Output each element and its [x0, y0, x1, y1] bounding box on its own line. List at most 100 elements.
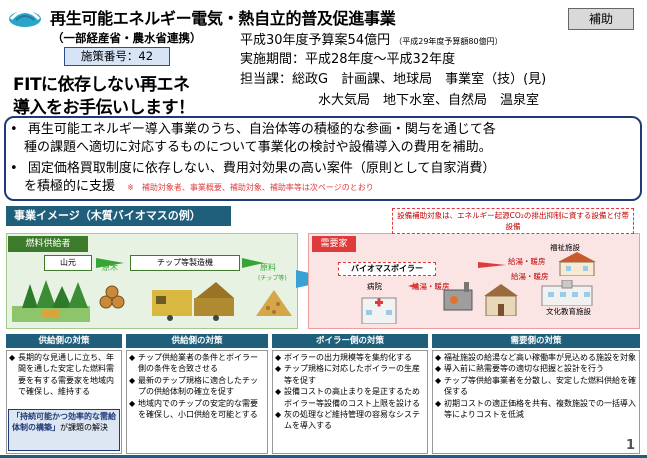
measure-column-supply-2: ◆チップ供給業者の条件とボイラー側の条件を合致させる ◆最新のチップ規格に適合し…	[126, 350, 268, 454]
hot-water-heating-label-2: 給湯・暖房	[511, 272, 549, 281]
building-icon	[484, 284, 518, 316]
supply-label: 燃料供給者	[8, 236, 88, 252]
demand-label: 需要家	[312, 236, 356, 252]
measure-header-boiler: ボイラー側の対策	[272, 334, 428, 348]
diamond-icon: ◆	[435, 364, 442, 374]
measure-item: ◆チップ等供給事業者を分散し、安定した燃料供給を確保する	[435, 375, 637, 398]
bullet-mark: •	[10, 161, 18, 176]
measure-item: ◆導入前に熱需要等の適切な把握と設計を行う	[435, 363, 637, 374]
diamond-icon: ◆	[275, 353, 282, 362]
material-sub-label: (チップ等)	[258, 275, 287, 282]
hospital-label: 病院	[367, 282, 382, 291]
summary-bullet-2-line-1: 固定価格買取制度に依存しない、費用対効果の高い案件（原則として自家消費）	[27, 161, 496, 176]
yamamoto-label: 山元	[44, 255, 92, 271]
footer-rule	[0, 455, 647, 458]
policy-number: 施策番号：42	[64, 47, 170, 66]
summary-bullet-1: • 再生可能エネルギー導入事業のうち、自治体等の積極的な参画・関与を通じて各	[10, 121, 496, 139]
measure-item-text: チップ供給業者の条件とボイラー側の条件を合致させる	[138, 353, 258, 374]
measure-item: ◆灰の処理など維持管理の容易なシステムを導入する	[275, 409, 425, 432]
measure-item: ◆初期コストの適正価格を共有、複数施設での一括導入等によりコストを低減	[435, 398, 637, 421]
measure-header-supply-1: 供給側の対策	[6, 334, 122, 348]
hospital-icon	[361, 297, 397, 324]
measure-item-text: 地域内でのチップの安定的な需要を確保し、小口供給を可能とする	[138, 398, 258, 420]
implementation-period: 実施期間：平成28年度～平成32年度	[240, 52, 456, 67]
callout-emphasis: 「持続可能かつ効率的な需給体制の構築」	[12, 412, 116, 432]
welfare-facility-label: 福祉施設	[550, 243, 580, 252]
measure-item-text: 灰の処理など維持管理の容易なシステムを導入する	[284, 410, 420, 431]
boiler-icon	[443, 282, 473, 311]
measure-item-text: 長期的な見通しに立ち、年間を通した安定した燃料需要を有する需要家を地域内で確保し…	[18, 353, 114, 397]
measure-item: ◆長期的な見通しに立ち、年間を通した安定した燃料需要を有する需要家を地域内で確保…	[9, 352, 119, 398]
measure-item-text: 初期コストの適正価格を共有、複数施設での一括導入等によりコストを低減	[444, 398, 636, 420]
measure-item: ◆設備コストの高止まりを是正するためボイラー等設備のコスト上限を設ける	[275, 386, 425, 409]
arrow-to-facilities	[478, 262, 506, 268]
callout-text: が課題の解決	[60, 422, 108, 432]
hot-water-heating-label-3: 給湯・暖房	[412, 282, 450, 291]
measure-item: ◆最新のチップ規格に適合したチップの供給体制の確立を促す	[129, 375, 265, 398]
chip-factory-icon	[152, 282, 234, 321]
material-label: 原料	[260, 263, 276, 272]
measure-item: ◆福祉施設の給湯など高い稼働率が見込める施設を対象	[435, 352, 637, 363]
arrow-material	[242, 258, 264, 268]
page-title: 再生可能エネルギー電気・熱自立的普及促進事業	[50, 9, 396, 28]
welfare-facility-icon	[558, 252, 596, 276]
slogan-line-1: FITに依存しない再エネ	[13, 75, 190, 95]
measure-column-boiler: ◆ボイラーの出力規模等を集約化する ◆チップ規格に対応したボイラーの生産等を促す…	[272, 350, 428, 454]
summary-bullet-2: • 固定価格買取制度に依存しない、費用対効果の高い案件（原則として自家消費）	[10, 160, 495, 178]
page-number: 1	[626, 438, 636, 453]
measure-header-demand: 需要側の対策	[432, 334, 640, 348]
section-title-bar: 事業イメージ（木質バイオマスの例）	[6, 206, 231, 226]
measure-item-text: 設備コストの高止まりを是正するためボイラー等設備のコスト上限を設ける	[284, 387, 420, 408]
summary-note: ※ 補助対象者、事業概要、補助対象、補助率等は次ページのとおり	[127, 183, 374, 192]
school-icon	[541, 280, 593, 306]
diamond-icon: ◆	[435, 353, 442, 362]
biomass-boiler-label: バイオマスボイラー	[338, 262, 436, 276]
hot-water-heating-label-1: 給湯・暖房	[508, 257, 546, 266]
forest-icon	[12, 280, 90, 322]
logs-icon	[99, 285, 125, 309]
budget-previous: （平成29年度予算額80億円）	[394, 37, 503, 46]
department-line-2: 水大気局 地下水室、自然局 温泉室	[318, 93, 540, 108]
diamond-icon: ◆	[435, 375, 442, 385]
bullet-mark: •	[10, 122, 18, 137]
measure-header-supply-2: 供給側の対策	[126, 334, 268, 348]
measure-item-text: チップ等供給事業者を分散し、安定した燃料供給を確保する	[444, 375, 636, 397]
measure-item-text: 最新のチップ規格に適合したチップの供給体制の確立を促す	[138, 375, 258, 397]
diamond-icon: ◆	[275, 364, 282, 374]
measure-item-text: チップ規格に対応したボイラーの生産等を促す	[284, 364, 420, 385]
culture-facility-label: 文化教育施設	[546, 307, 591, 316]
slogan-line-2: 導入をお手伝いします！	[13, 98, 195, 118]
measure-item-text: ボイラーの出力規模等を集約化する	[284, 353, 412, 362]
summary-bullet-2-line-2-wrapper: を積極的に支援 ※ 補助対象者、事業概要、補助対象、補助率等は次ページのとおり	[24, 178, 374, 197]
summary-bullet-2-line-2: を積極的に支援	[24, 179, 116, 194]
diamond-icon: ◆	[129, 398, 136, 408]
summary-bullet-1-line-2: 種の課題へ適切に対応するものについて事業化の検討や設備導入の費用を補助。	[24, 140, 492, 155]
diamond-icon: ◆	[129, 353, 136, 362]
measure-column-demand: ◆福祉施設の給湯など高い稼働率が見込める施設を対象 ◆導入前に熱需要等の適切な把…	[432, 350, 640, 454]
summary-box	[4, 116, 642, 201]
chip-facility-label: チップ等製造機	[130, 255, 240, 271]
measure-item: ◆地域内でのチップの安定的な需要を確保し、小口供給を可能とする	[129, 398, 265, 421]
diamond-icon: ◆	[9, 353, 16, 362]
measure-item-text: 導入前に熱需要等の適切な把握と設計を行う	[444, 364, 604, 374]
wood-chips-icon	[256, 290, 292, 316]
equipment-subsidy-note: 設備補助対象は、エネルギー起源CO₂の排出抑制に資する設備と付帯設備	[392, 208, 634, 234]
arrow-logs	[96, 258, 124, 268]
subsidy-badge: 補助	[568, 8, 634, 30]
raw-wood-label: 原木	[102, 263, 118, 272]
measure-item: ◆チップ供給業者の条件とボイラー側の条件を合致させる	[129, 352, 265, 375]
summary-bullet-1-line-1: 再生可能エネルギー導入事業のうち、自治体等の積極的な参画・関与を通じて各	[27, 122, 496, 137]
budget-main: 平成30年度予算案54億円	[240, 33, 391, 48]
diamond-icon: ◆	[129, 375, 136, 385]
budget-line: 平成30年度予算案54億円 （平成29年度予算額80億円）	[240, 29, 503, 48]
diamond-icon: ◆	[275, 387, 282, 397]
measure-item: ◆チップ規格に対応したボイラーの生産等を促す	[275, 363, 425, 386]
ministry-collaboration: （一部経産省・農水省連携）	[52, 31, 202, 45]
arrow-to-hospital	[408, 283, 418, 289]
key-challenge-callout: 「持続可能かつ効率的な需給体制の構築」が課題の解決	[8, 409, 120, 451]
diamond-icon: ◆	[435, 398, 442, 408]
measure-item: ◆ボイラーの出力規模等を集約化する	[275, 352, 425, 363]
measure-item-text: 福祉施設の給湯など高い稼働率が見込める施設を対象	[444, 353, 636, 362]
department-line-1: 担当課：総政G 計画課、地球局 事業室（技）(見)	[240, 72, 547, 87]
ministry-logo-icon	[9, 10, 41, 27]
